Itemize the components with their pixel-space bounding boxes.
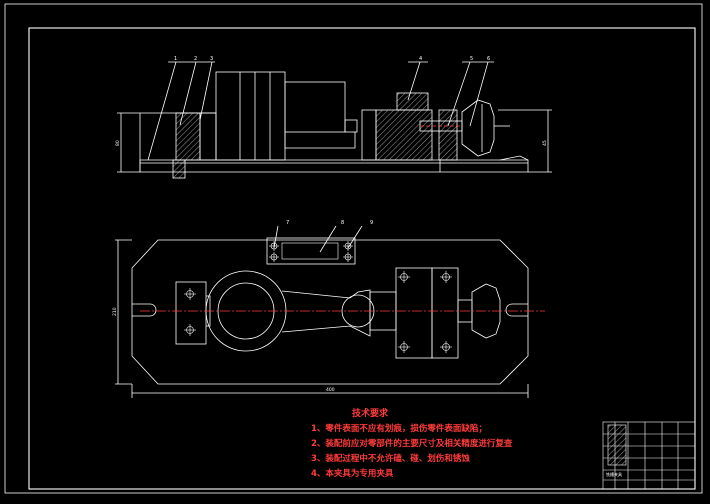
balloon-5: 5 (470, 56, 473, 62)
dim-plan-length: 400 (326, 387, 335, 393)
dim-front-height-left: 80 (115, 140, 121, 146)
balloon-8: 8 (341, 220, 344, 226)
drawing-frame (4, 3, 703, 494)
bolt-symbols (184, 241, 452, 353)
balloon-6: 6 (487, 56, 490, 62)
dimension-labels: 80 45 210 400 (112, 140, 548, 393)
balloon-1: 1 (174, 56, 177, 62)
balloon-7: 7 (286, 220, 289, 226)
tech-req-item-1: 1、零件表面不应有划痕，损伤零件表面缺陷； (311, 423, 487, 434)
tech-req-item-4: 4、本夹具为专用夹具 (311, 468, 394, 479)
plan-view (115, 225, 545, 398)
title-block (602, 421, 696, 490)
dim-front-height-right: 45 (542, 140, 548, 146)
technical-requirements: 技术要求 1、零件表面不应有划痕，损伤零件表面缺陷； 2、装配前应对零部件的主要… (311, 407, 513, 479)
balloon-4: 4 (419, 56, 422, 62)
balloon-2: 2 (194, 56, 197, 62)
tech-req-title: 技术要求 (352, 407, 389, 419)
title-block-name: 铣槽夹具 (606, 471, 622, 477)
part-balloons: 1 2 3 4 5 6 7 8 9 (174, 56, 490, 226)
balloon-9: 9 (370, 220, 373, 226)
dim-plan-width: 210 (112, 307, 118, 316)
front-view (117, 61, 552, 179)
tech-req-item-2: 2、装配前应对零部件的主要尺寸及相关精度进行复查 (311, 438, 513, 449)
balloon-3: 3 (210, 56, 213, 62)
tech-req-item-3: 3、装配过程中不允许磕、碰、划伤和锈蚀 (311, 453, 470, 464)
